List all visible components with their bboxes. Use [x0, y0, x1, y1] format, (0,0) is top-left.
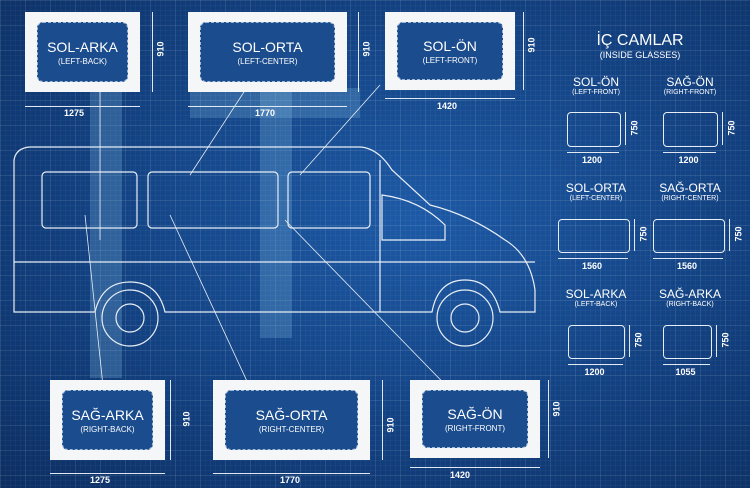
inner-glass-label-sol-arka: SOL-ARKA (LEFT-BACK) [541, 287, 651, 308]
height-dimension: 750 [733, 226, 744, 242]
panel-subtitle: (RIGHT-BACK) [80, 424, 135, 434]
glass-title: SAĞ-ÖN [666, 75, 714, 89]
van-front-wheel [436, 289, 494, 347]
watermark-logo [190, 88, 360, 118]
glass-title: SAĞ-ARKA [658, 287, 721, 301]
width-dimension: 1770 [280, 475, 301, 485]
inner-glass-label-sag-orta: SAĞ-ORTA (RIGHT-CENTER) [635, 181, 745, 202]
window-panel-sol-orta: SOL-ORTA(LEFT-CENTER) [188, 12, 347, 92]
glass-subtitle: (RIGHT-FRONT) [663, 89, 717, 96]
inner-glass-sol-on [567, 112, 621, 147]
width-dimension: 1200 [584, 367, 605, 377]
height-dimension: 750 [720, 332, 731, 348]
width-dimension: 1560 [582, 261, 603, 271]
panel-title: SOL-ARKA [47, 38, 118, 55]
inner-glass-sol-orta [558, 219, 630, 253]
inner-glass-label-sag-arka: SAĞ-ARKA (RIGHT-BACK) [635, 287, 745, 308]
panel-title: SAĞ-ÖN [447, 405, 503, 422]
inner-glass-label-sol-on: SOL-ÖN (LEFT-FRONT) [541, 75, 651, 96]
glass-title: SOL-ORTA [565, 181, 627, 195]
inner-glass-sol-arka [568, 325, 625, 359]
height-dimension: 750 [629, 119, 640, 136]
glass-subtitle: (LEFT-FRONT) [572, 89, 620, 96]
height-dimension: 910 [526, 37, 537, 53]
panel-title: SOL-ORTA [232, 38, 303, 55]
inner-glass-sag-arka [663, 325, 712, 359]
section-title: İÇ CAMLAR [596, 32, 684, 49]
height-dimension: 910 [361, 41, 372, 57]
glass-subtitle: (LEFT-CENTER) [569, 195, 623, 202]
watermark-logo [260, 88, 292, 338]
height-dimension: 750 [726, 119, 737, 136]
glass-title: SOL-ÖN [572, 75, 619, 89]
van-rear-wheel [101, 289, 159, 347]
height-dimension: 910 [155, 41, 166, 57]
panel-title: SAĞ-ORTA [255, 406, 328, 423]
inside-glasses-header: İÇ CAMLAR (INSIDE GLASSES) [560, 32, 720, 60]
panel-subtitle: (LEFT-BACK) [58, 56, 107, 66]
width-dimension: 1420 [437, 101, 458, 111]
height-dimension: 910 [551, 401, 562, 417]
width-dimension: 1200 [678, 155, 699, 165]
watermark-logo [90, 88, 122, 378]
panel-subtitle: (LEFT-CENTER) [237, 56, 298, 66]
panel-subtitle: (RIGHT-CENTER) [258, 424, 325, 434]
window-panel-sol-on: SOL-ÖN(LEFT-FRONT) [385, 12, 515, 90]
width-dimension: 1055 [675, 367, 696, 377]
height-dimension: 750 [638, 226, 649, 242]
height-dimension: 910 [385, 417, 396, 433]
panel-title: SOL-ÖN [423, 37, 477, 54]
van-window-center [147, 171, 279, 229]
width-dimension: 1420 [450, 470, 471, 480]
glass-title: SAĞ-ORTA [659, 181, 721, 195]
van-cab-window [381, 194, 446, 241]
window-panel-sag-arka: SAĞ-ARKA(RIGHT-BACK) [50, 380, 165, 460]
width-dimension: 1200 [582, 155, 603, 165]
width-dimension: 1770 [255, 108, 276, 118]
panel-subtitle: (RIGHT-FRONT) [445, 423, 505, 433]
inner-glass-sag-orta [653, 219, 725, 253]
van-window-back [41, 171, 138, 229]
window-panel-sag-on: SAĞ-ÖN(RIGHT-FRONT) [410, 380, 540, 458]
width-dimension: 1275 [90, 475, 111, 485]
panel-subtitle: (LEFT-FRONT) [422, 55, 478, 65]
inner-glass-label-sol-orta: SOL-ORTA (LEFT-CENTER) [541, 181, 651, 202]
panel-title: SAĞ-ARKA [71, 406, 144, 423]
width-dimension: 1275 [64, 108, 85, 118]
van-window-front [287, 171, 371, 229]
window-panel-sol-arka: SOL-ARKA(LEFT-BACK) [25, 12, 140, 92]
inner-glass-sag-on [663, 112, 718, 147]
window-panel-sag-orta: SAĞ-ORTA(RIGHT-CENTER) [213, 380, 370, 460]
van-body-outline [13, 146, 536, 313]
glass-subtitle: (RIGHT-CENTER) [661, 195, 719, 202]
height-dimension: 910 [181, 411, 192, 427]
section-subtitle: (INSIDE GLASSES) [599, 50, 681, 60]
glass-subtitle: (RIGHT-BACK) [666, 301, 714, 308]
glass-title: SOL-ARKA [565, 287, 627, 301]
width-dimension: 1560 [677, 261, 698, 271]
glass-subtitle: (LEFT-BACK) [574, 301, 618, 308]
height-dimension: 750 [633, 332, 644, 348]
inner-glass-label-sag-on: SAĞ-ÖN (RIGHT-FRONT) [635, 75, 745, 96]
